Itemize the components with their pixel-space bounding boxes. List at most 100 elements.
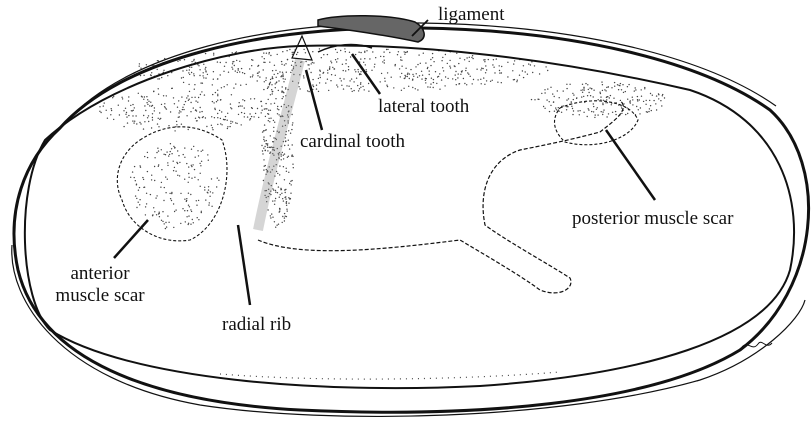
stipple-dot (421, 78, 422, 79)
stipple-dot (573, 110, 574, 111)
stipple-dot (232, 68, 233, 69)
stipple-dot (286, 205, 287, 206)
stipple-dot (286, 201, 287, 202)
stipple-dot (184, 199, 185, 200)
stipple-dot (393, 87, 394, 88)
stipple-dot (213, 54, 214, 55)
stipple-dot (259, 76, 260, 77)
stipple-dot (220, 118, 221, 119)
stipple-dot (481, 68, 482, 69)
stipple-dot (278, 114, 279, 115)
stipple-dot (165, 176, 166, 177)
stipple-dot (459, 58, 460, 59)
stipple-dot (274, 200, 275, 201)
stipple-dot (277, 106, 278, 107)
stipple-dot (103, 105, 104, 106)
stipple-dot (279, 71, 280, 72)
stipple-dot (328, 90, 329, 91)
stipple-dot (321, 57, 322, 58)
stipple-dot (194, 75, 195, 76)
stipple-dot (269, 52, 270, 53)
stipple-dot (200, 82, 201, 83)
stipple-dot (371, 70, 372, 71)
stipple-dot (142, 96, 143, 97)
stipple-dot (229, 126, 230, 127)
stipple-dot (171, 153, 172, 154)
stipple-dot (159, 212, 160, 213)
stipple-dot (269, 84, 270, 85)
stipple-dot (283, 166, 284, 167)
stipple-dot (433, 61, 434, 62)
stipple-dot (230, 107, 231, 108)
stipple-dot (285, 79, 286, 80)
stipple-dot (466, 84, 467, 85)
stipple-dot (449, 60, 450, 61)
stipple-dot (111, 108, 112, 109)
stipple-dot (157, 148, 158, 149)
stipple-dot (544, 89, 545, 90)
stipple-dot (285, 216, 286, 217)
stipple-dot (203, 64, 204, 65)
stipple-dot (154, 107, 155, 108)
stipple-dot (597, 114, 598, 115)
stipple-dot (280, 76, 281, 77)
stipple-dot (374, 66, 375, 67)
stipple-dot (203, 77, 204, 78)
stipple-dot (617, 84, 618, 85)
stipple-dot (407, 51, 408, 52)
stipple-dot (401, 66, 402, 67)
stipple-dot (205, 199, 206, 200)
stipple-dot (275, 227, 276, 228)
stipple-dot (546, 99, 547, 100)
stipple-dot (283, 158, 284, 159)
stipple-dot (454, 65, 455, 66)
stipple-dot (151, 179, 152, 180)
stipple-dot (184, 210, 185, 211)
stipple-dot (275, 198, 276, 199)
stipple-dot (221, 87, 222, 88)
stipple-dot (257, 75, 258, 76)
stipple-dot (340, 50, 341, 51)
stipple-dot (450, 67, 451, 68)
stipple-dot (178, 155, 179, 156)
stipple-dot (292, 61, 293, 62)
stipple-dot (415, 88, 416, 89)
stipple-dot (602, 114, 603, 115)
stipple-dot (212, 127, 213, 128)
stipple-dot (637, 96, 638, 97)
stipple-dot (263, 139, 264, 140)
stipple-dot (179, 116, 180, 117)
stipple-dot (196, 205, 197, 206)
stipple-dot (623, 103, 624, 104)
stipple-dot (615, 111, 616, 112)
stipple-dot (261, 101, 262, 102)
stipple-dot (286, 209, 287, 210)
stipple-dot (263, 159, 264, 160)
stipple-dot (159, 119, 160, 120)
stipple-dot (556, 109, 557, 110)
stipple-dot (391, 77, 392, 78)
stipple-dot (281, 91, 282, 92)
stipple-dot (425, 62, 426, 63)
stipple-dot (265, 143, 266, 144)
stipple-dot (113, 96, 114, 97)
stipple-dot (465, 70, 466, 71)
stipple-dot (435, 71, 436, 72)
stipple-dot (364, 58, 365, 59)
stipple-dot (279, 174, 280, 175)
stipple-dot (404, 51, 405, 52)
stipple-dot (215, 109, 216, 110)
stipple-dot (174, 130, 175, 131)
stipple-dot (122, 98, 123, 99)
stipple-dot (375, 57, 376, 58)
stipple-dot (261, 56, 262, 57)
stipple-dot (153, 207, 154, 208)
stipple-dot (181, 77, 182, 78)
stipple-dot (346, 85, 347, 86)
stipple-dot (154, 211, 155, 212)
stipple-dot (121, 97, 122, 98)
stipple-dot (249, 68, 250, 69)
stipple-dot (335, 49, 336, 50)
stipple-dot (154, 110, 155, 111)
stipple-dot (481, 83, 482, 84)
